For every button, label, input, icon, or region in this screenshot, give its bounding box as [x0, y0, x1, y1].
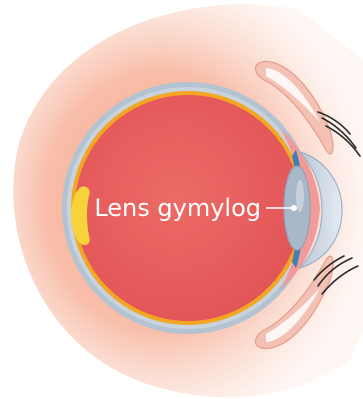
- lens-label: Lens gymylog: [94, 194, 261, 222]
- lens-marker-dot: [291, 205, 297, 211]
- lens-highlight: [296, 180, 304, 212]
